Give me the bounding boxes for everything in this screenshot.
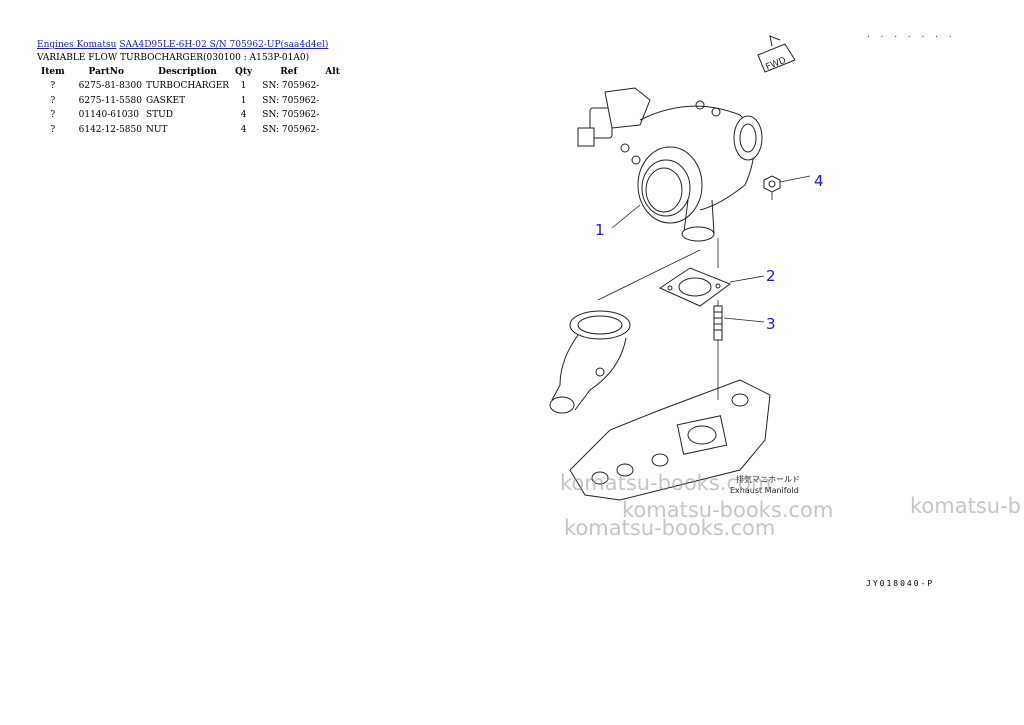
elbow-pipe-drawing [549, 310, 631, 414]
watermark-partial: komatsu-b [910, 494, 1021, 518]
header-qty: Qty [235, 67, 253, 77]
cell-item: ? [50, 81, 56, 92]
cell-qty: 4 [240, 110, 247, 121]
breadcrumb-model-link[interactable]: SAA4D95LE-6H-02 S/N 705962-UP(saa4d4el) [119, 40, 329, 50]
manifold-label-en: Exhaust Manifold [730, 486, 799, 495]
header-item: Item [41, 67, 65, 77]
cell-ref: SN: 705962- [262, 95, 320, 106]
cell-qty: 4 [240, 124, 247, 135]
header-partno: PartNo [88, 67, 125, 77]
cell-partno: 01140-61030 [78, 110, 139, 121]
callout-2: 2 [766, 267, 776, 285]
cell-alt [321, 79, 344, 94]
page-subtitle: VARIABLE FLOW TURBOCHARGER(030100 : A153… [37, 53, 310, 63]
table-row: ? 6142-12-5850 NUT 4 SN: 705962- [37, 123, 344, 138]
callout-4: 4 [814, 172, 824, 190]
turbocharger-drawing [577, 87, 763, 242]
breadcrumb: Engines Komatsu SAA4D95LE-6H-02 S/N 7059… [37, 39, 328, 51]
table-row: ? 01140-61030 STUD 4 SN: 705962- [37, 108, 344, 123]
parts-table: Item PartNo Description Qty Ref Alt ? 62… [37, 65, 344, 137]
cell-ref: SN: 705962- [262, 110, 320, 121]
header-alt: Alt [325, 67, 340, 77]
watermark: komatsu-books.com [622, 498, 834, 522]
cell-alt [321, 123, 344, 138]
header-ref: Ref [280, 67, 298, 77]
cell-ref: SN: 705962- [262, 81, 320, 92]
table-row: ? 6275-11-5580 GASKET 1 SN: 705962- [37, 94, 344, 109]
cell-alt [321, 108, 344, 123]
cell-qty: 1 [240, 81, 247, 92]
header-description: Description [158, 67, 217, 77]
cell-description: TURBOCHARGER [145, 81, 230, 92]
cell-description: STUD [145, 110, 173, 121]
fwd-arrow-icon [757, 35, 796, 73]
gasket-drawing [658, 267, 732, 307]
cell-partno: 6275-11-5580 [78, 95, 142, 106]
callout-3: 3 [766, 315, 776, 333]
manifold-label-jp: 排気マニホールド [736, 474, 800, 484]
cell-ref: SN: 705962- [262, 124, 320, 135]
watermark: komatsu-books.com [560, 471, 772, 495]
cell-item: ? [50, 124, 56, 135]
cell-description: GASKET [145, 95, 186, 106]
parts-diagram: FWD 1 2 3 4 排気マニホールド Exhaust Manifold [549, 35, 824, 501]
cell-qty: 1 [240, 95, 247, 106]
cell-item: ? [50, 95, 56, 106]
breadcrumb-engines-link[interactable]: Engines Komatsu [37, 40, 117, 50]
callout-1: 1 [595, 221, 605, 239]
cell-item: ? [50, 110, 56, 121]
drawing-dots: · · · · · · · [866, 32, 955, 41]
stud-drawing [713, 305, 723, 341]
cell-partno: 6275-81-8300 [78, 81, 142, 92]
cell-description: NUT [145, 124, 168, 135]
drawing-code: JY018040-P [866, 579, 935, 588]
watermark: komatsu-books.com [564, 516, 776, 540]
cell-alt [321, 94, 344, 109]
nut-drawing [763, 175, 781, 193]
table-header-row: Item PartNo Description Qty Ref Alt [37, 65, 344, 79]
cell-partno: 6142-12-5850 [78, 124, 142, 135]
table-row: ? 6275-81-8300 TURBOCHARGER 1 SN: 705962… [37, 79, 344, 94]
exhaust-manifold-drawing [569, 379, 771, 501]
